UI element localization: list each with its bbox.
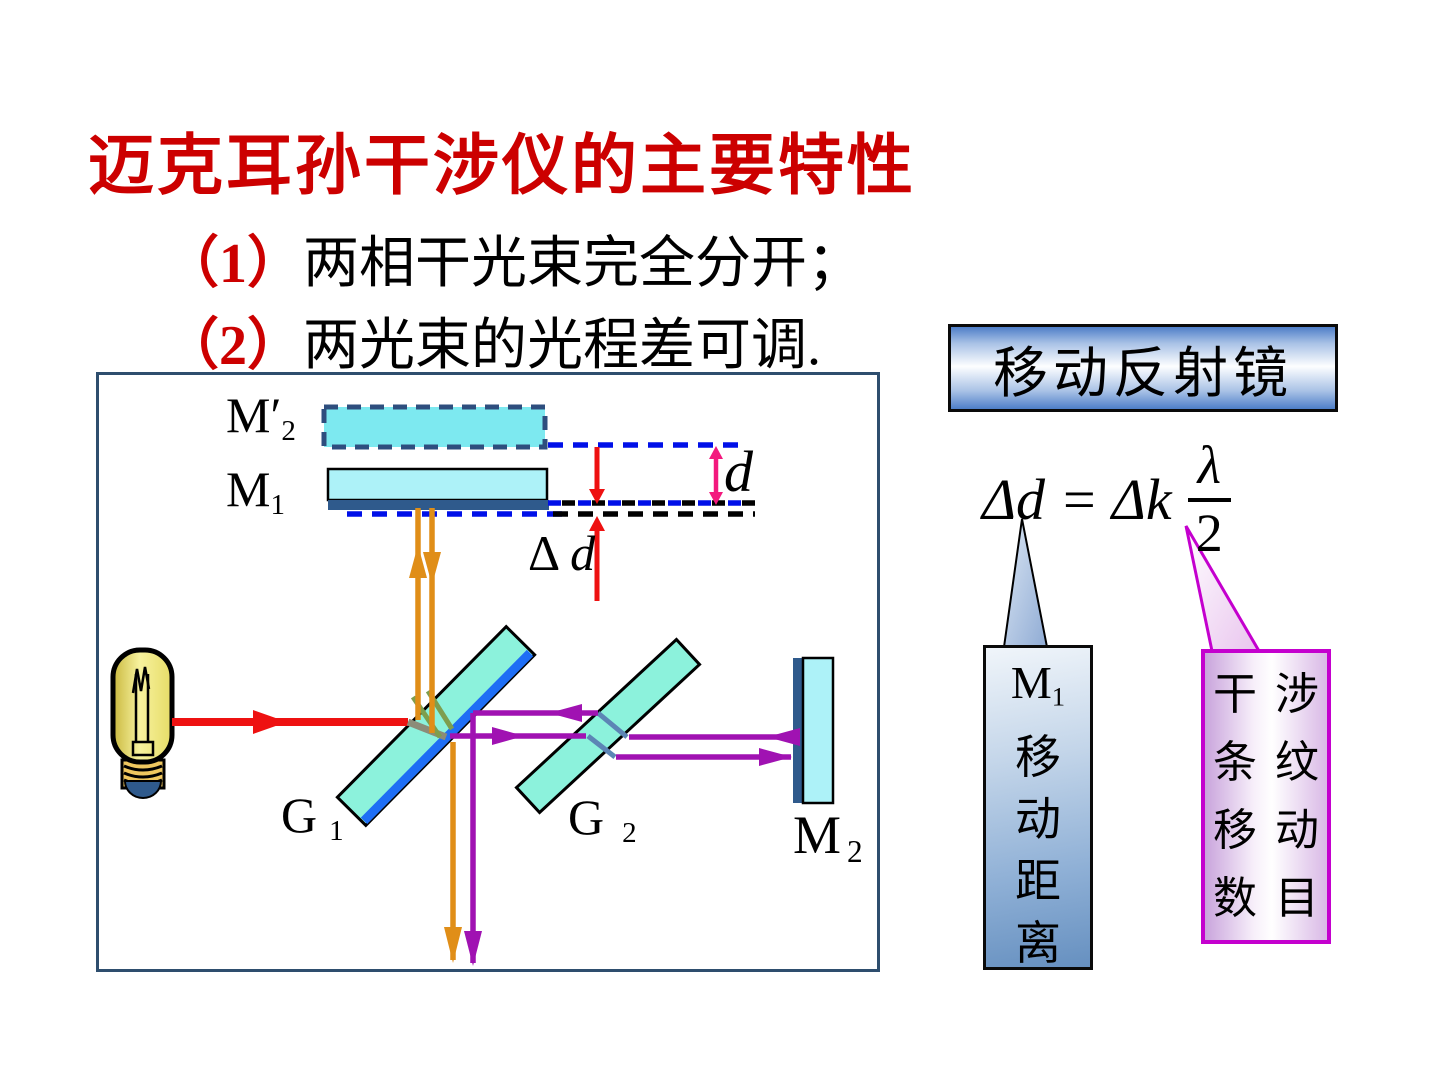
slide-title: 迈克耳孙干涉仪的主要特性	[88, 130, 916, 203]
panel-title-text: 移动反射镜	[992, 343, 1293, 404]
callout-magenta-row-4: 数目	[1213, 873, 1337, 923]
callout-blue-char-2: 动	[1015, 794, 1061, 846]
callout-magenta-row-2: 条纹	[1213, 737, 1337, 787]
callout-m1-move-distance: M1 移 动 距 离	[983, 645, 1093, 970]
bullet-item-1: （1）两相干光束完全分开；	[163, 218, 863, 299]
label-m2-image-base: M′	[226, 387, 282, 443]
label-d: d	[724, 439, 753, 504]
label-g1-sub: 1	[329, 815, 344, 848]
formula-fraction: λ 2	[1187, 434, 1231, 564]
formula-numerator: λ	[1187, 434, 1231, 502]
item1-number: （1）	[163, 233, 303, 295]
label-m1-base: M	[226, 461, 271, 517]
callout-blue-head: M1	[1011, 652, 1065, 727]
label-m2-base: M	[793, 805, 842, 865]
formula-rhs-delta: Δ	[1111, 466, 1146, 532]
label-g2-sub: 2	[622, 817, 637, 850]
formula-equals: =	[1063, 466, 1096, 532]
callout-blue-char-3: 距	[1015, 856, 1061, 908]
callout-fringe-count: 干涉 条纹 移动 数目	[1201, 649, 1331, 944]
label-m2-sub: 2	[847, 833, 863, 869]
bullet-item-2: （2）两光束的光程差可调.	[163, 300, 821, 381]
label-m2-image: M′2	[226, 386, 296, 448]
formula-lhs-var: d	[1016, 466, 1046, 532]
label-g2-base: G	[568, 789, 605, 845]
label-delta-d-var: d	[570, 525, 596, 581]
callout-magenta-row-1: 干涉	[1213, 669, 1337, 719]
formula-denominator: 2	[1195, 503, 1223, 563]
formula-rhs-var: k	[1145, 466, 1172, 532]
formula-lhs-delta: Δ	[982, 466, 1017, 532]
callout-blue-char-1: 移	[1015, 732, 1061, 784]
label-m2-image-sub: 2	[281, 415, 296, 448]
item2-text: 两光束的光程差可调.	[303, 315, 821, 377]
interferometer-diagram-frame	[96, 372, 880, 972]
callout-magenta-row-3: 移动	[1213, 805, 1337, 855]
label-delta-d-delta: Δ	[528, 525, 561, 581]
callout-blue-head-base: M	[1010, 657, 1052, 708]
label-g1-base: G	[281, 787, 318, 843]
item2-number: （2）	[163, 315, 303, 377]
callout-blue-head-sub: 1	[1051, 681, 1066, 712]
item1-text: 两相干光束完全分开；	[303, 233, 863, 295]
label-m1: M1	[226, 460, 285, 522]
callout-blue-char-4: 离	[1015, 918, 1061, 970]
panel-title-move-mirror: 移动反射镜	[948, 324, 1338, 412]
label-m1-sub: 1	[270, 489, 285, 522]
